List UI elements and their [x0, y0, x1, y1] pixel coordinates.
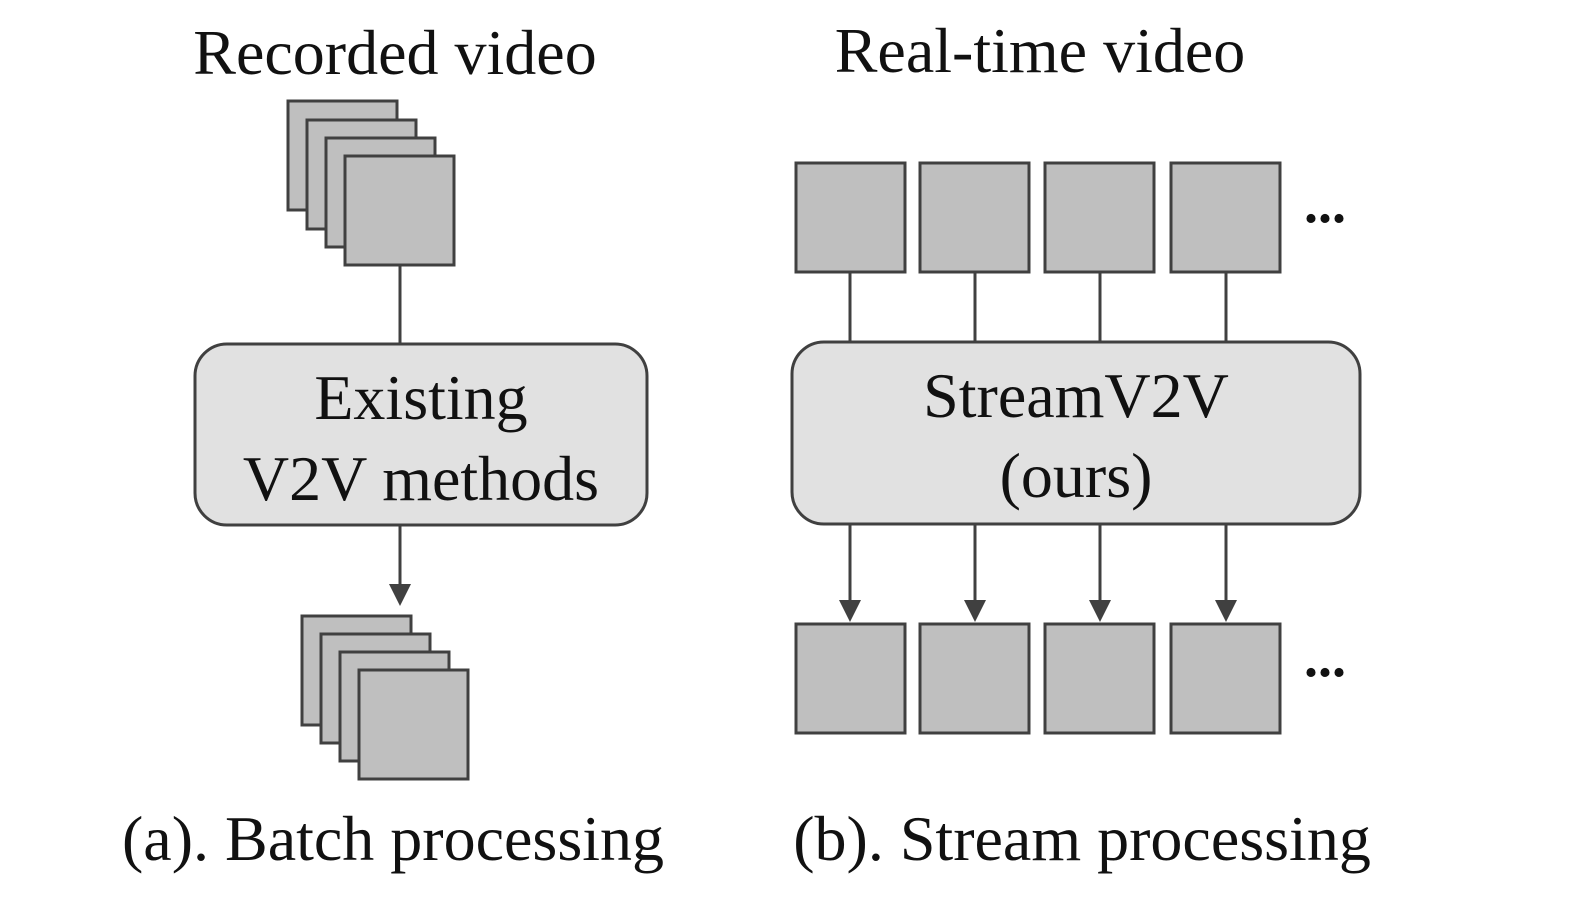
panel-a-caption: (a). Batch processing [122, 803, 664, 874]
stream-input-frame-1 [794, 161, 907, 274]
streamv2v-box: StreamV2V (ours) [790, 340, 1362, 526]
stream-input-connectors [848, 272, 1228, 342]
panel-b-caption: (b). Stream processing [793, 803, 1371, 874]
stream-output-frame-3 [1043, 622, 1156, 735]
output-frame-4 [357, 668, 470, 781]
stream-input-frame-4 [1169, 161, 1282, 274]
stream-output-ellipsis: ... [1304, 627, 1346, 689]
panel-a: Recorded video Existing V2V methods (a).… [122, 17, 664, 874]
stream-input-frame-2 [918, 161, 1031, 274]
output-frame-stack [300, 614, 470, 781]
input-frame-stack [286, 99, 456, 267]
stream-output-arrowhead-2 [964, 600, 986, 622]
stream-output-arrowhead-3 [1089, 600, 1111, 622]
existing-methods-box-shape [193, 342, 649, 527]
streamv2v-line2: (ours) [1000, 440, 1153, 511]
stream-input-row: ... [794, 161, 1346, 274]
stream-input-ellipsis: ... [1304, 173, 1346, 235]
stream-output-frame-1 [794, 622, 907, 735]
panel-b: Real-time video ... StreamV2V (ours) [790, 15, 1371, 874]
input-frame-4 [343, 154, 456, 267]
stream-output-frame-4 [1169, 622, 1282, 735]
stream-output-row: ... [794, 622, 1346, 735]
streamv2v-box-shape [790, 340, 1362, 526]
existing-methods-line2: V2V methods [243, 443, 599, 514]
existing-methods-box: Existing V2V methods [193, 342, 649, 527]
batch-output-arrowhead [389, 584, 411, 606]
panel-b-title: Real-time video [835, 15, 1246, 86]
panel-a-title: Recorded video [193, 17, 596, 88]
stream-input-frame-3 [1043, 161, 1156, 274]
existing-methods-line1: Existing [314, 362, 527, 433]
stream-output-arrows [839, 524, 1237, 622]
stream-output-frame-2 [918, 622, 1031, 735]
stream-output-arrowhead-4 [1215, 600, 1237, 622]
streamv2v-line1: StreamV2V [923, 360, 1229, 431]
stream-output-arrowhead-1 [839, 600, 861, 622]
